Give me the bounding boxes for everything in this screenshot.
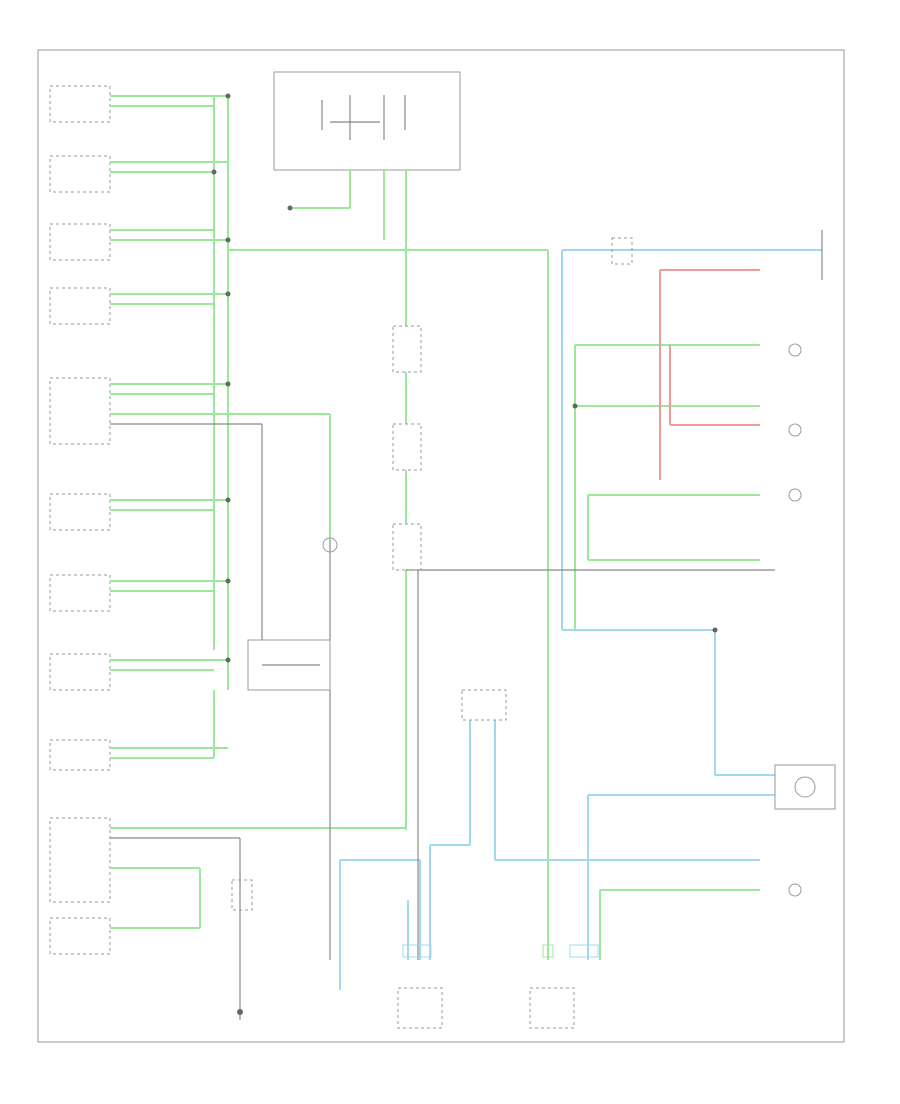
component-box-11 [49, 917, 111, 955]
connector-box-1 [392, 325, 422, 373]
meter-icon [794, 776, 816, 798]
junction-dot [237, 1009, 243, 1015]
right-lamp-2 [788, 423, 802, 437]
right-meter-box [774, 764, 836, 810]
junction-dot [211, 169, 217, 175]
junction-dot [225, 237, 231, 243]
junction-dot [225, 381, 231, 387]
lower-component-box-2 [529, 987, 575, 1029]
diagram-frame [37, 49, 845, 1043]
junction-dots [211, 93, 718, 1015]
component-box-10 [49, 817, 111, 903]
mid-left-module [247, 639, 331, 691]
junction-dot [712, 627, 718, 633]
lower-center-connector [461, 689, 507, 721]
junction-dot [225, 578, 231, 584]
component-box-8 [49, 653, 111, 691]
connector-box-2 [392, 423, 422, 471]
bottom-pin-groups [402, 944, 599, 958]
red-wires [659, 269, 760, 480]
junction-dot [225, 291, 231, 297]
right-lamp-3 [788, 488, 802, 502]
junction-dot [225, 497, 231, 503]
component-box-7 [49, 574, 111, 612]
top-switch-box [273, 71, 461, 171]
junction-dot [225, 657, 231, 663]
component-box-9 [49, 739, 111, 771]
pin-group-3 [569, 944, 599, 958]
left-components [49, 85, 111, 955]
blue-wires [339, 249, 822, 990]
junction-dot [225, 93, 231, 99]
component-box-4 [49, 287, 111, 325]
junction-dot [572, 403, 578, 409]
right-lamp-1 [788, 343, 802, 357]
lamp-icon [322, 537, 338, 553]
junction-dot [287, 205, 293, 211]
lower-left-connector [231, 879, 253, 911]
right-lamp-4 [788, 883, 802, 897]
component-box-1 [49, 85, 111, 123]
component-box-2 [49, 155, 111, 193]
right-connector-1 [611, 237, 633, 265]
gray-wires [110, 230, 823, 1020]
connector-box-3 [392, 523, 422, 571]
component-box-6 [49, 493, 111, 531]
component-box-5 [49, 377, 111, 445]
green-wires [110, 95, 760, 960]
pin-group-2 [542, 944, 554, 958]
lower-component-box-1 [397, 987, 443, 1029]
center-connectors [392, 325, 422, 571]
pin-group-1 [402, 944, 432, 958]
component-box-3 [49, 223, 111, 261]
